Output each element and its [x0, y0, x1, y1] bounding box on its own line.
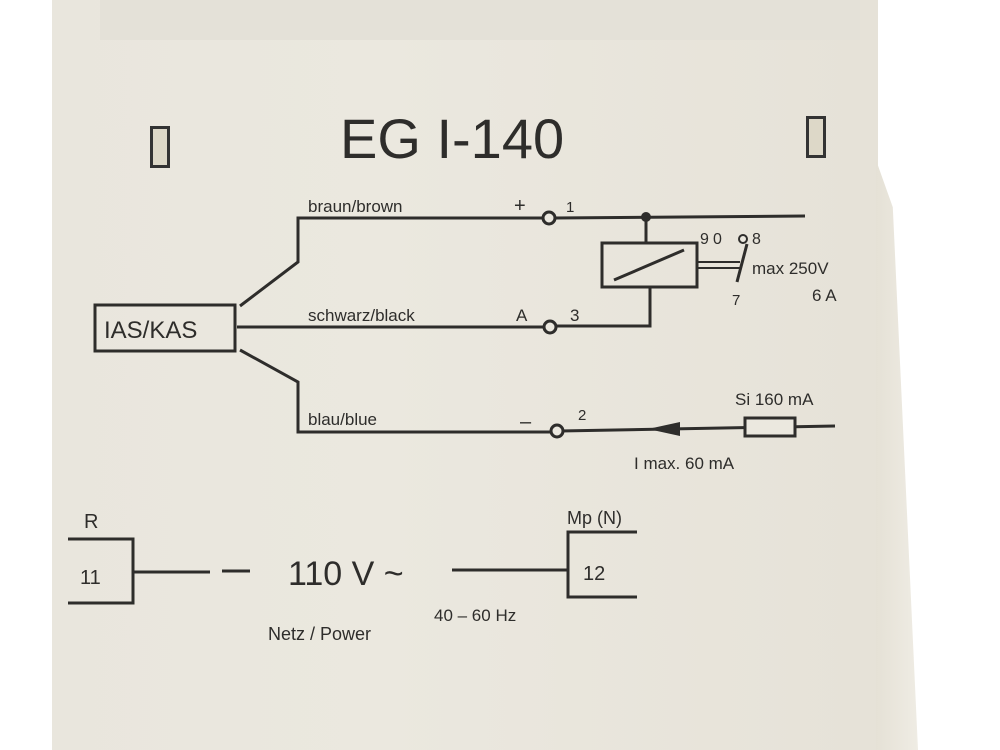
terminal-12-label: 12 — [583, 563, 605, 585]
terminal-2-number: 2 — [578, 407, 586, 424]
frequency-label: 40 – 60 Hz — [434, 606, 516, 625]
current-arrow — [648, 422, 680, 436]
relay-voltage-rating: max 250V — [752, 259, 829, 278]
terminal-11-label: 11 — [80, 567, 101, 589]
contact-0-label: 0 — [713, 231, 722, 248]
device-faceplate — [52, 0, 878, 750]
brown-wire-label: braun/brown — [308, 197, 403, 216]
device-title: EG I-140 — [340, 107, 564, 170]
terminal-1-sign: + — [514, 195, 526, 217]
black-wire-label: schwarz/black — [308, 306, 415, 325]
terminal-3 — [542, 319, 558, 335]
relay-coil-diagonal — [613, 248, 685, 282]
mounting-slot-left — [150, 126, 170, 168]
contact-8-label: 8 — [752, 231, 761, 248]
sensor-box — [93, 303, 237, 353]
contact-7-label: 7 — [732, 292, 740, 309]
voltage-label: 110 V ~ — [288, 555, 404, 593]
terminal-2 — [549, 423, 565, 439]
r-label: R — [84, 511, 98, 533]
max-current-label: I max. 60 mA — [634, 454, 735, 473]
mounting-slot-right — [806, 116, 826, 158]
terminal-3-number: 3 — [570, 306, 579, 325]
terminal-2-sign: – — [520, 411, 532, 433]
brown-wire — [239, 216, 545, 308]
blue-wire — [239, 348, 550, 434]
netz-power-label: Netz / Power — [268, 624, 371, 644]
sensor-box-label: IAS/KAS — [104, 317, 197, 344]
relay-coil — [600, 241, 699, 289]
blue-wire-label: blau/blue — [308, 410, 377, 429]
fuse-label: Si 160 mA — [735, 390, 814, 409]
brown-wire-right — [554, 214, 806, 220]
relay-current-rating: 6 A — [812, 286, 837, 305]
terminal-12-bracket — [566, 530, 637, 599]
relay-switch-arm — [735, 243, 749, 283]
terminal-1 — [541, 210, 557, 226]
contact-8 — [738, 234, 748, 244]
top-strip — [100, 0, 860, 40]
contact-9-label: 9 — [700, 231, 709, 248]
black-wire-to-relay — [555, 288, 652, 328]
terminal-3-sign: A — [516, 306, 528, 325]
mp-label: Mp (N) — [567, 508, 622, 528]
terminal-1-number: 1 — [566, 199, 574, 216]
fuse — [743, 416, 797, 438]
